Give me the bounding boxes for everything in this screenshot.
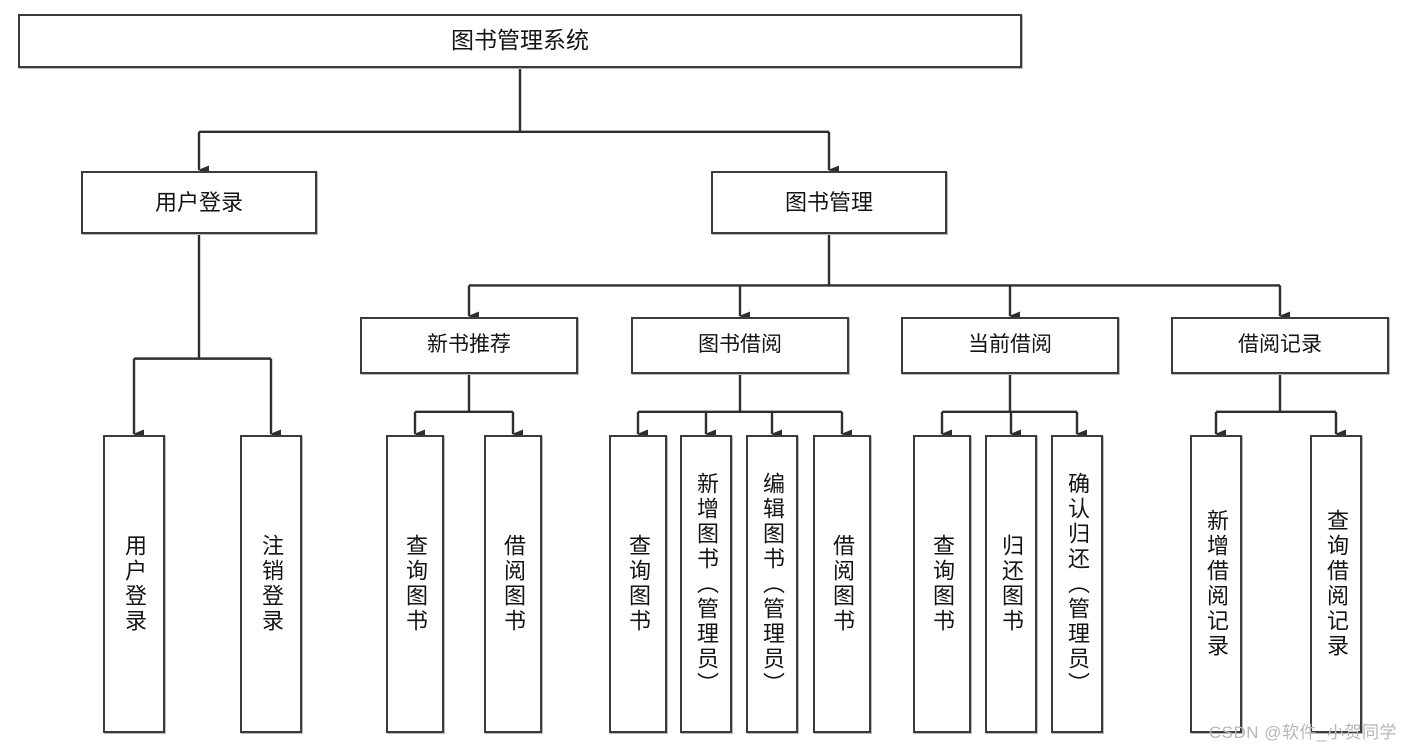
node-leaf-nb-borrow[interactable]: 借阅图书: [484, 435, 542, 733]
node-label: 新增图书（管理员）: [694, 471, 719, 697]
node-leaf-rc-add[interactable]: 新增借阅记录: [1190, 435, 1242, 733]
node-label: 确认归还（管理员）: [1065, 471, 1090, 697]
node-label: 借阅图书: [830, 534, 855, 634]
node-leaf-bw-query[interactable]: 查询图书: [609, 435, 667, 733]
node-label: 借阅记录: [1238, 333, 1322, 357]
node-leaf-bw-edit[interactable]: 编辑图书（管理员）: [746, 435, 798, 733]
node-leaf-user-login[interactable]: 用户登录: [103, 435, 165, 733]
node-label: 借阅图书: [501, 534, 526, 634]
node-label: 归还图书: [999, 534, 1024, 634]
node-leaf-bw-add[interactable]: 新增图书（管理员）: [680, 435, 732, 733]
node-leaf-rc-query[interactable]: 查询借阅记录: [1310, 435, 1362, 733]
node-leaf-cb-return[interactable]: 归还图书: [985, 435, 1037, 733]
node-label: 新书推荐: [427, 333, 511, 357]
node-label: 查询借阅记录: [1324, 509, 1349, 659]
node-label: 图书管理系统: [451, 27, 589, 54]
node-leaf-cb-query[interactable]: 查询图书: [913, 435, 971, 733]
node-label: 查询图书: [403, 534, 428, 634]
node-label: 图书借阅: [698, 333, 782, 357]
node-label: 注销登录: [259, 534, 284, 634]
node-l2-login[interactable]: 用户登录: [81, 171, 317, 234]
node-l3-newbook[interactable]: 新书推荐: [360, 317, 578, 374]
node-label: 图书管理: [784, 189, 873, 215]
node-l3-record[interactable]: 借阅记录: [1171, 317, 1389, 374]
node-l3-current[interactable]: 当前借阅: [901, 317, 1119, 374]
node-l2-bookmgr[interactable]: 图书管理: [711, 171, 947, 234]
node-label: 用户登录: [154, 189, 243, 215]
node-leaf-nb-query[interactable]: 查询图书: [386, 435, 444, 733]
node-label: 当前借阅: [968, 333, 1052, 357]
node-l3-borrow[interactable]: 图书借阅: [631, 317, 849, 374]
node-label: 编辑图书（管理员）: [760, 471, 785, 697]
node-root[interactable]: 图书管理系统: [18, 14, 1022, 68]
connector-group: [132, 68, 1346, 439]
node-leaf-bw-lend[interactable]: 借阅图书: [813, 435, 871, 733]
node-label: 用户登录: [122, 534, 147, 634]
node-label: 新增借阅记录: [1204, 509, 1229, 659]
node-label: 查询图书: [626, 534, 651, 634]
node-leaf-cb-confirm[interactable]: 确认归还（管理员）: [1051, 435, 1103, 733]
node-leaf-user-logout[interactable]: 注销登录: [240, 435, 302, 733]
node-label: 查询图书: [930, 534, 955, 634]
